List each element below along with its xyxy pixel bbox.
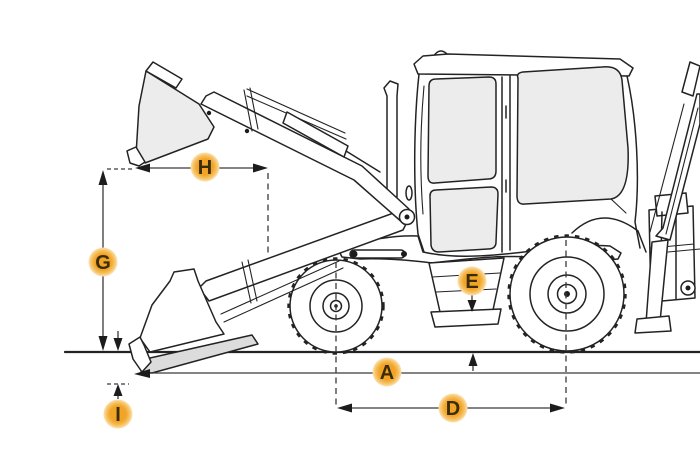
tire-tread [507,234,627,354]
arrowhead [135,163,150,173]
loader-bucket-lowered [128,268,259,374]
bucket-shell [139,268,225,353]
label-text: D [446,398,460,420]
arrowhead [253,163,268,173]
rear-wheel [507,234,627,354]
tire-tread [287,257,385,355]
label-text: G [95,252,111,274]
cab [413,50,641,253]
dimension-i-line [107,331,129,399]
backhoe-cylinder-rod [649,103,685,233]
exhaust-stack [383,80,399,198]
dimension-label-i: I [103,399,133,429]
cab-front-pillar [413,73,425,253]
lift-cylinder [282,111,349,158]
arrowhead [468,353,478,366]
dimension-label-a: A [372,357,402,387]
stabilizer-foot [634,315,672,334]
backhoe-boom [655,93,700,241]
dump-link [246,88,346,134]
rear-fender [571,217,647,253]
label-text: A [380,362,394,384]
label-circle [190,152,220,182]
arrowhead [134,369,150,378]
arrowhead [337,403,352,413]
loader-arm-raised [200,87,416,226]
bucket-tooth [126,146,146,167]
arrowhead [98,170,108,185]
backhoe-attachment [634,61,700,334]
label-text: H [198,157,212,179]
label-text: I [115,404,121,426]
arrowhead [550,403,565,413]
spill-guard [145,61,183,89]
label-circle [438,393,468,423]
door-handle [405,185,413,201]
dimension-a-line [134,369,700,378]
arrowhead [467,300,477,312]
label-circle [457,266,487,296]
rear-side-window [516,66,629,205]
dimension-label-g: G [88,247,118,277]
boom [200,91,410,225]
dimension-labels: A D E G H I [88,152,487,429]
boom-cylinder [681,61,700,97]
label-circle [88,247,118,277]
door-lower-window [429,186,499,253]
dimension-label-d: D [438,393,468,423]
label-circle [372,357,402,387]
label-text: E [465,271,478,293]
arrowhead [113,384,123,396]
arrowhead [98,336,108,351]
step-plate [430,308,502,328]
arrowhead [113,338,123,351]
loader-bucket-raised [126,61,215,167]
dimension-label-h: H [190,152,220,182]
dimension-label-e: E [457,266,487,296]
cab-rear-pillar [626,75,641,249]
dimension-h-line [107,163,269,253]
door-upper-window [427,76,497,184]
front-linkage-rod [349,249,407,259]
dimension-e-line [467,295,478,371]
bucket-shell [135,70,215,164]
label-circle [103,399,133,429]
link-rod [220,260,340,315]
